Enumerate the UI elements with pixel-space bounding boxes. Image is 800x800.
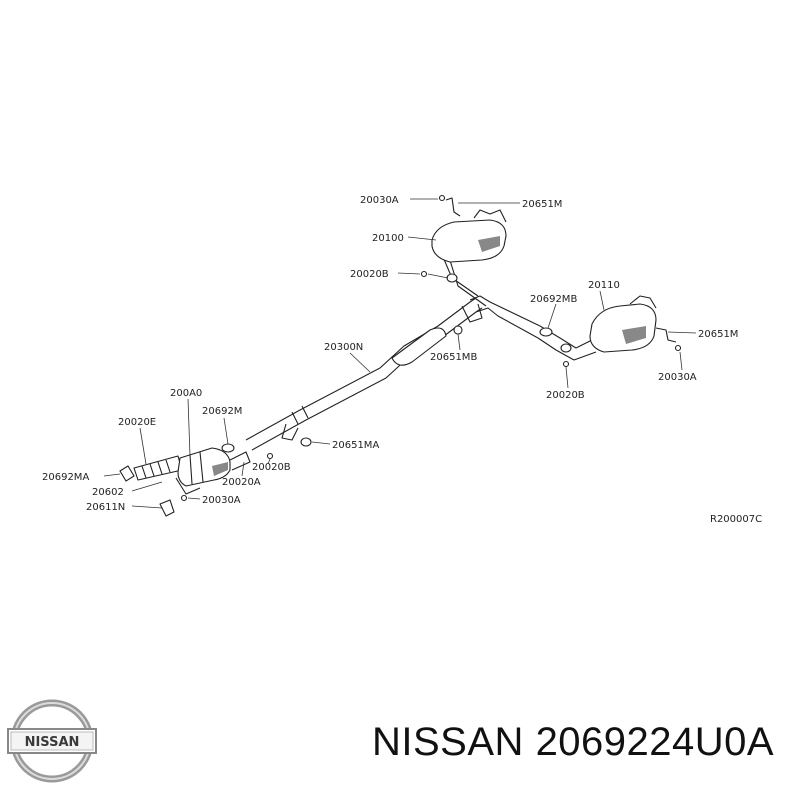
part-label: 20651M	[522, 199, 562, 210]
part-label: 20651M	[698, 329, 738, 340]
gasket-rear-left	[446, 273, 458, 283]
part-label: 20020A	[222, 477, 261, 488]
flex-pipe	[133, 455, 183, 481]
catalytic-heat-shield	[175, 477, 201, 495]
front-pipe-flange	[119, 465, 135, 482]
gasket-20692MB	[539, 327, 553, 337]
brand-name: NISSAN	[372, 720, 524, 764]
oxygen-sensor	[159, 499, 175, 517]
center-resonator	[391, 327, 447, 366]
rubber-mount-20651MB	[453, 325, 463, 335]
left-rear-muffler	[431, 219, 507, 263]
part-label: 20030A	[202, 495, 241, 506]
part-label: 20651MA	[332, 440, 379, 451]
part-label: 20020B	[350, 269, 389, 280]
diagram-reference-code: R200007C	[710, 514, 762, 525]
bolt-20030A-front	[180, 494, 188, 502]
nut-20020B-right	[562, 360, 570, 368]
part-label: 20020E	[118, 417, 156, 428]
center-pipe-hanger	[281, 423, 299, 441]
center-pipe	[245, 297, 477, 441]
part-label: 20692M	[202, 406, 242, 417]
bolt-20030A-right	[674, 344, 682, 352]
part-label: 20030A	[658, 372, 697, 383]
right-muffler-hanger	[655, 327, 677, 343]
exhaust-assembly-drawing	[119, 194, 682, 517]
bolt-20030A-top	[438, 194, 446, 202]
left-muffler-hanger	[445, 197, 461, 217]
part-caption: NISSAN 2069224U0A	[372, 712, 796, 772]
part-label: 20602	[92, 487, 124, 498]
gasket-20692M	[221, 443, 235, 453]
part-label: 20100	[372, 233, 404, 244]
nut-20020B-center	[266, 452, 274, 460]
part-labels: 20030A 20651M 20100 20020B 20110 20692MB…	[42, 195, 762, 525]
rubber-mount-20651MA	[300, 437, 312, 447]
rear-hanger-bracket	[461, 303, 483, 323]
part-label: 20692MB	[530, 294, 577, 305]
part-label: 20611N	[86, 502, 125, 513]
part-label: 20110	[588, 280, 620, 291]
part-label: 200A0	[170, 388, 202, 399]
part-label: 20300N	[324, 342, 363, 353]
part-label: 20651MB	[430, 352, 477, 363]
nut-20020B-left	[420, 270, 428, 278]
part-label: 20030A	[360, 195, 399, 206]
logo-text: NISSAN	[25, 735, 80, 750]
leader-lines	[103, 198, 697, 509]
part-label: 20692MA	[42, 472, 89, 483]
right-rear-muffler	[589, 303, 657, 353]
part-label: 20020B	[546, 390, 585, 401]
part-number: 2069224U0A	[535, 720, 775, 764]
part-label: 20020B	[252, 462, 291, 473]
gasket-rear-right	[560, 343, 572, 353]
nissan-logo: NISSAN	[7, 699, 97, 783]
